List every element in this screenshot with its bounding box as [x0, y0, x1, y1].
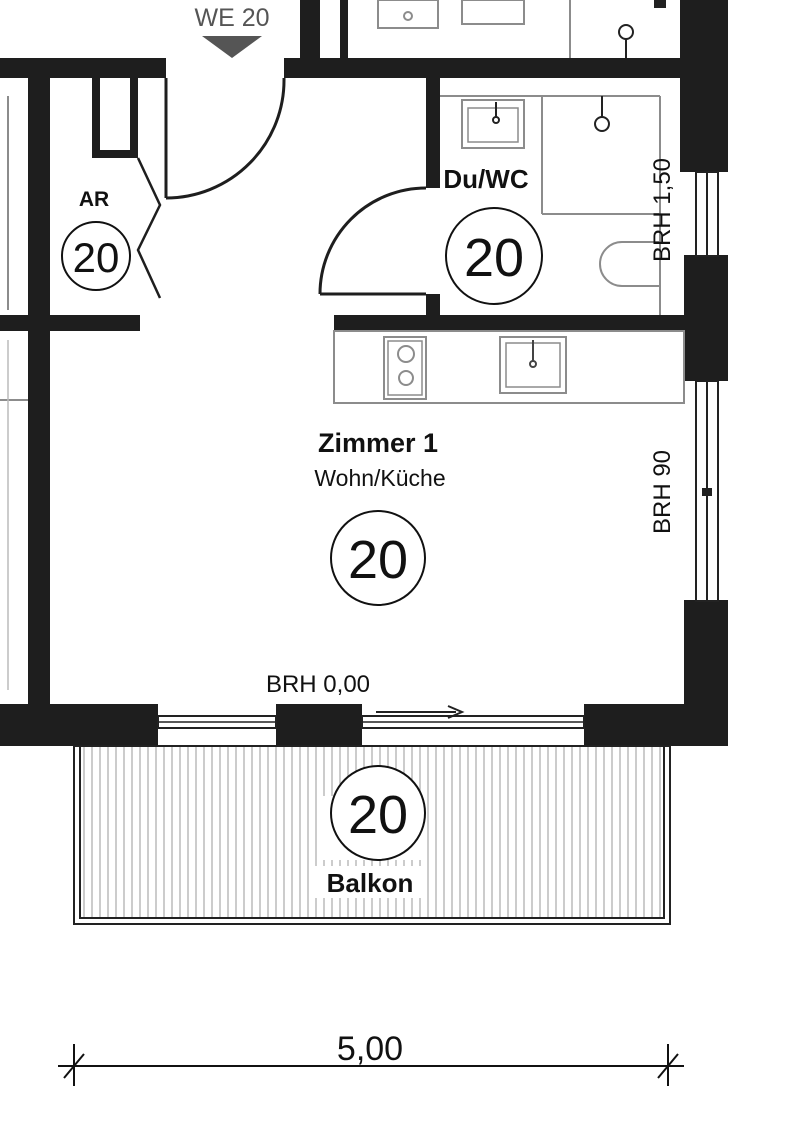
dimension-line: [58, 1044, 684, 1086]
balcony-door: [157, 705, 585, 729]
room-number-balcony: 20: [348, 785, 408, 845]
bathroom-fixtures: [440, 95, 661, 315]
room-name-living: Zimmer 1: [318, 428, 438, 458]
brh-bath-label: BRH 1,50: [649, 158, 676, 262]
unit-id-label: WE 20: [194, 4, 269, 32]
room-name-balcony: Balkon: [327, 868, 414, 898]
walls: [0, 58, 728, 746]
room-name-bath: Du/WC: [443, 164, 528, 194]
room-living: Zimmer 1 Wohn/Küche 20: [314, 428, 446, 606]
room-number-living: 20: [348, 530, 408, 590]
room-storage: AR 20: [61, 188, 131, 291]
door-entrance: [164, 77, 286, 200]
room-bath: Du/WC 20: [443, 164, 543, 305]
window-bath: [695, 171, 719, 257]
room-number-bath: 20: [464, 228, 524, 288]
dimension-width-label: 5,00: [337, 1030, 403, 1068]
room-balcony: 20 Balkon: [327, 765, 426, 898]
kitchen-counter: [333, 330, 685, 404]
door-storage: [136, 157, 162, 299]
door-bath: [318, 186, 427, 296]
brh-window-label: BRH 90: [649, 450, 676, 534]
entrance-marker: WE 20: [194, 4, 270, 58]
room-number-ar: 20: [73, 234, 120, 281]
brh-balcony-label: BRH 0,00: [266, 671, 370, 698]
upper-neighbour: [300, 0, 728, 172]
room-subtitle-living: Wohn/Küche: [314, 465, 445, 491]
room-name-ar: AR: [79, 188, 109, 211]
window-living: [695, 380, 719, 602]
left-neighbour: [0, 96, 28, 690]
